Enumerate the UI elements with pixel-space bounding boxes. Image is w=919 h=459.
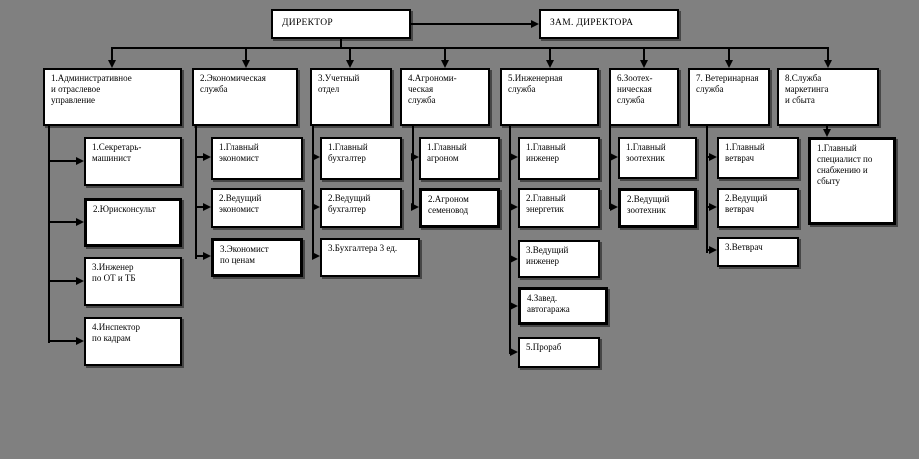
connector-line — [412, 126, 414, 209]
director-box: ДИРЕКТОР — [271, 9, 411, 39]
arrowhead — [346, 60, 354, 68]
connector-line — [509, 126, 511, 354]
deputy-director-box: ЗАМ. ДИРЕКТОРА — [539, 9, 679, 39]
connector-line — [195, 126, 197, 259]
position-box-6-1: 1.Главный зоотехник — [618, 137, 697, 179]
arrowhead — [510, 302, 518, 310]
position-box-4-1: 1.Главный агроном — [419, 137, 500, 180]
arrowhead — [242, 60, 250, 68]
position-box-1-3: 3.Инженер по ОТ и ТБ — [84, 257, 182, 306]
arrowhead — [312, 252, 320, 260]
arrowhead — [203, 252, 211, 260]
connector-line — [48, 221, 76, 223]
arrowhead — [531, 20, 539, 28]
connector-line — [48, 126, 50, 343]
arrowhead — [510, 153, 518, 161]
arrowhead — [312, 203, 320, 211]
position-box-5-1: 1.Главный инженер — [518, 137, 600, 180]
arrowhead — [546, 60, 554, 68]
department-box-7: 7. Ветеринарная служба — [688, 68, 770, 126]
arrowhead — [411, 203, 419, 211]
arrowhead — [709, 246, 717, 254]
arrowhead — [203, 153, 211, 161]
department-box-5: 5.Инженерная служба — [500, 68, 599, 126]
position-box-5-4: 4.Завед. автогаража — [518, 287, 608, 325]
connector-line — [827, 48, 829, 61]
arrowhead — [312, 153, 320, 161]
position-box-3-3: 3.Бухгалтера 3 ед. — [320, 238, 420, 277]
position-box-2-1: 1.Главный экономист — [211, 137, 303, 180]
department-box-3: 3.Учетный отдел — [310, 68, 392, 126]
position-box-7-1: 1.Главный ветврач — [717, 137, 799, 179]
connector-line — [706, 126, 708, 253]
arrowhead — [108, 60, 116, 68]
arrowhead — [725, 60, 733, 68]
connector-line — [48, 280, 76, 282]
connector-line — [195, 156, 204, 158]
connector-line — [349, 48, 351, 61]
department-box-1: 1.Административное и отраслевое управлен… — [43, 68, 182, 126]
connector-line — [609, 126, 611, 209]
arrowhead — [510, 203, 518, 211]
arrowhead — [709, 153, 717, 161]
position-box-2-3: 3.Экономист по ценам — [211, 238, 303, 277]
position-box-5-5: 5.Прораб — [518, 337, 600, 368]
arrowhead — [640, 60, 648, 68]
connector-line — [195, 206, 204, 208]
position-box-6-2: 2.Ведущий зоотехник — [618, 188, 697, 228]
position-box-5-3: 3.Ведущий инженер — [518, 240, 600, 278]
position-box-3-1: 1.Главный бухгалтер — [320, 137, 402, 180]
position-box-7-2: 2.Ведущий ветврач — [717, 188, 799, 228]
connector-line — [111, 48, 113, 61]
arrowhead — [76, 157, 84, 165]
department-box-2: 2.Экономическая служба — [192, 68, 298, 126]
connector-director-deputy — [410, 23, 532, 25]
position-box-4-2: 2.Агроном семеновод — [419, 188, 500, 228]
arrowhead — [203, 203, 211, 211]
arrowhead — [441, 60, 449, 68]
arrowhead — [76, 277, 84, 285]
position-box-2-2: 2.Ведущий экономист — [211, 188, 303, 228]
position-box-1-2: 2.Юрисконсульт — [84, 198, 182, 247]
arrowhead — [411, 153, 419, 161]
connector-line — [643, 48, 645, 61]
arrowhead — [610, 203, 618, 211]
connector-line — [245, 48, 247, 61]
position-box-8-1: 1.Главный специалист по снабжению и сбыт… — [808, 137, 896, 225]
arrowhead — [709, 203, 717, 211]
connector-line — [312, 126, 314, 259]
arrowhead — [510, 255, 518, 263]
connector-line — [195, 255, 204, 257]
connector-line — [549, 48, 551, 61]
connector-line — [826, 126, 828, 131]
connector-line — [48, 160, 76, 162]
position-box-1-4: 4.Инспектор по кадрам — [84, 317, 182, 366]
position-box-5-2: 2.Главный энергетик — [518, 188, 600, 228]
connector-line — [48, 340, 76, 342]
department-box-8: 8.Служба маркетинга и сбыта — [777, 68, 879, 126]
arrowhead — [823, 129, 831, 137]
department-box-4: 4.Агрономи- ческая служба — [400, 68, 490, 126]
connector-line — [728, 48, 730, 61]
arrowhead — [510, 348, 518, 356]
connector-line — [444, 48, 446, 61]
arrowhead — [824, 60, 832, 68]
position-box-1-1: 1.Секретарь- машинист — [84, 137, 182, 186]
position-box-7-3: 3.Ветврач — [717, 237, 799, 267]
arrowhead — [76, 218, 84, 226]
distribution-line — [111, 47, 829, 49]
arrowhead — [610, 153, 618, 161]
connector-director-drop — [340, 38, 342, 48]
arrowhead — [76, 337, 84, 345]
department-box-6: 6.Зоотех- ническая служба — [609, 68, 679, 126]
position-box-3-2: 2.Ведущий бухгалтер — [320, 188, 402, 228]
